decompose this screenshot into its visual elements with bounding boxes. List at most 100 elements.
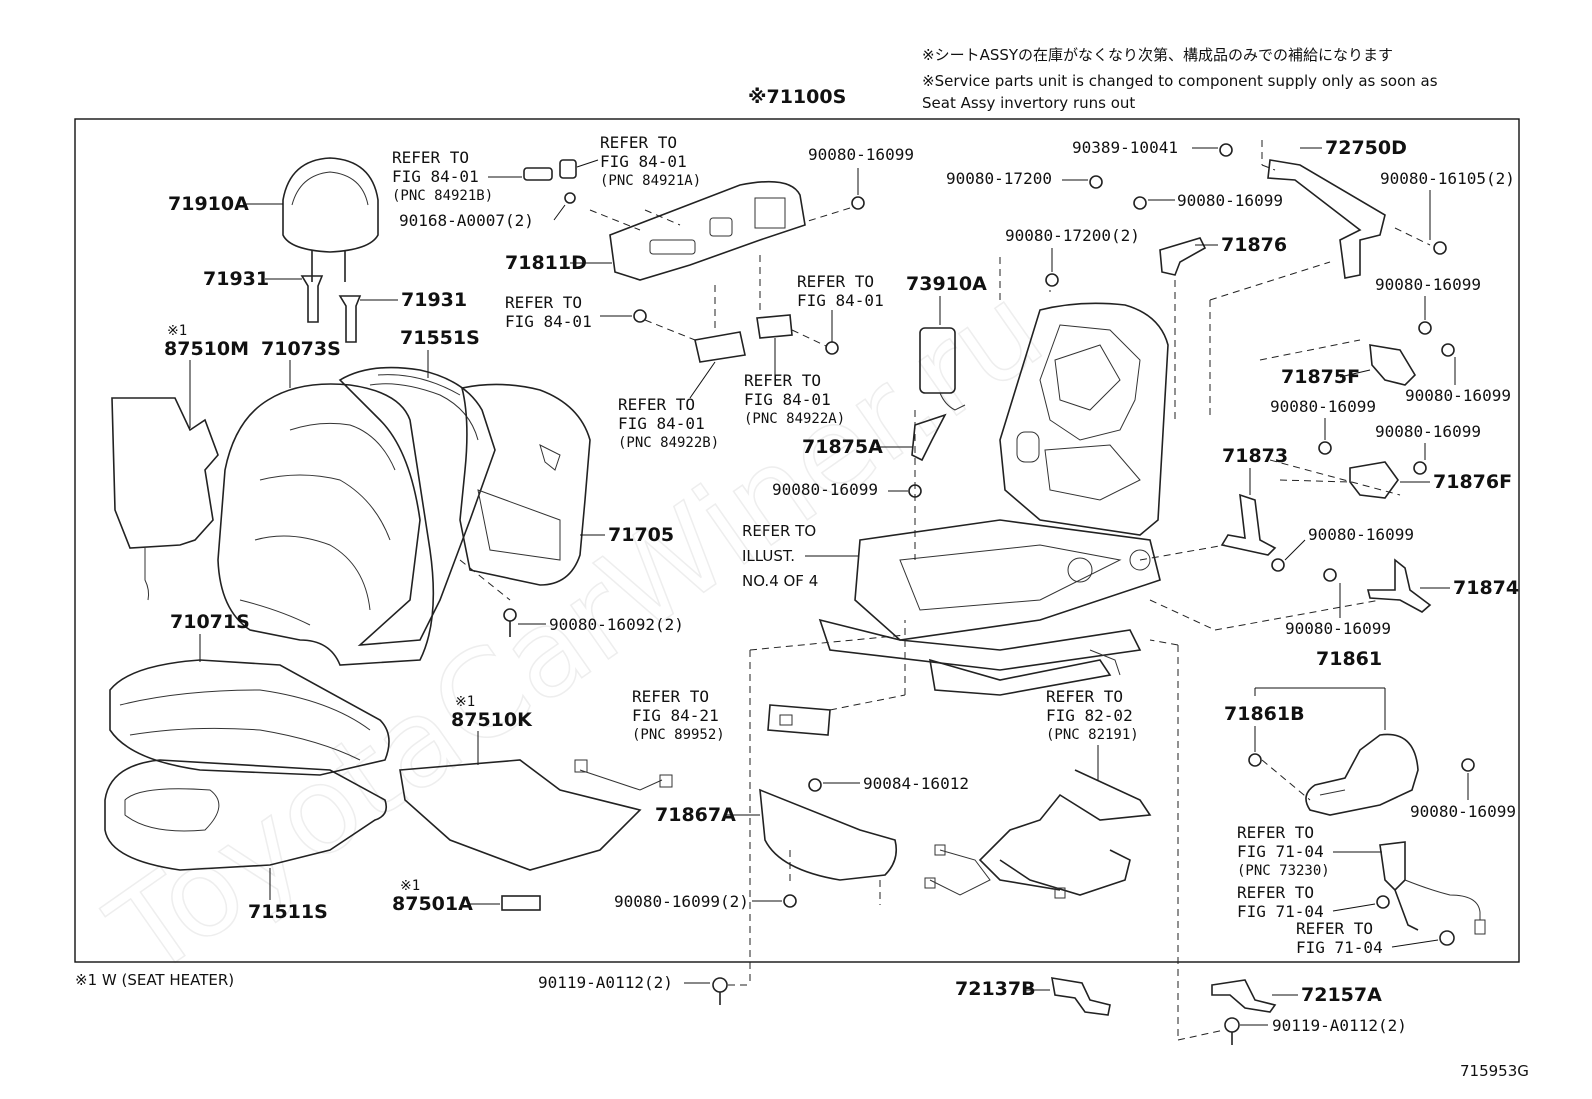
- screw-16099-r2: [1441, 343, 1455, 357]
- svg-text:FIG 84-01: FIG 84-01: [600, 152, 687, 171]
- headrest-guide-1: [300, 275, 324, 323]
- side-shield-drawing: [609, 180, 806, 281]
- screw-16099-r7: [1461, 758, 1475, 772]
- wire-harness-drawing: [924, 769, 1152, 899]
- bolt-90389-10041: 90389-10041: [1072, 138, 1178, 157]
- bolt-90080-16099-r5: 90080-16099: [1308, 525, 1414, 544]
- bolt-90080-16105: 90080-16105(2): [1380, 169, 1515, 188]
- svg-text:FIG 71-04: FIG 71-04: [1237, 842, 1324, 861]
- recliner-cover-drawing: [1305, 733, 1419, 816]
- headrest-drawing: [282, 157, 379, 282]
- guard-71875A-drawing: [911, 413, 947, 462]
- screw-16099-mid: [1133, 196, 1147, 210]
- svg-text:FIG 84-01: FIG 84-01: [618, 414, 705, 433]
- bolt-90080-17200: 90080-17200: [946, 169, 1052, 188]
- svg-text:FIG 84-21: FIG 84-21: [632, 706, 719, 725]
- screw-16099-r1: [1418, 321, 1432, 335]
- svg-text:(PNC 73230): (PNC 73230): [1237, 863, 1330, 879]
- bracket-71876F-drawing: [1349, 461, 1399, 499]
- screw-16105: [1433, 241, 1447, 255]
- screw-90168: [564, 192, 576, 204]
- bracket-71873-drawing: [1220, 493, 1277, 556]
- svg-text:(PNC 89952): (PNC 89952): [632, 727, 725, 743]
- ref-4: REFER TO FIG 84-01: [797, 272, 884, 310]
- screw-16099-top: [851, 196, 865, 210]
- assembly-number: ※71100S: [748, 86, 846, 108]
- bolt-90084-16012: 90084-16012: [863, 774, 969, 793]
- inventory-note-en-1: ※Service parts unit is changed to compon…: [922, 72, 1438, 90]
- svg-text:FIG 71-04: FIG 71-04: [1296, 938, 1383, 957]
- part-71511S: 71511S: [248, 901, 328, 923]
- screw-ref4: [825, 341, 839, 355]
- part-71551S: 71551S: [400, 327, 480, 349]
- switch-knob-a: [559, 159, 577, 179]
- part-71910A: 71910A: [168, 193, 249, 215]
- svg-text:(PNC 84921A): (PNC 84921A): [600, 173, 701, 189]
- bolt-90080-16099-mid: 90080-16099: [1177, 191, 1283, 210]
- svg-text:REFER TO: REFER TO: [505, 293, 582, 312]
- ref-11: REFER TO FIG 71-04: [1237, 883, 1324, 921]
- bolt-90080-16092: 90080-16092(2): [549, 615, 684, 634]
- ref-7: REFER TO ILLUST. NO.4 OF 4: [742, 522, 818, 590]
- seat-frame-drawing: [818, 302, 1169, 696]
- part-87510K: 87510K: [451, 709, 533, 731]
- part-72157A: 72157A: [1301, 984, 1382, 1006]
- part-87501A: 87501A: [392, 893, 473, 915]
- ref-6: REFER TO FIG 84-01 (PNC 84922B): [618, 395, 719, 451]
- part-87510M: 87510M: [164, 338, 249, 360]
- svg-text:REFER TO: REFER TO: [742, 522, 816, 540]
- part-71861: 71861: [1316, 648, 1382, 670]
- part-71931-b: 71931: [401, 289, 467, 311]
- part-71811D: 71811D: [505, 252, 587, 274]
- svg-text:ILLUST.: ILLUST.: [742, 547, 795, 565]
- screw-16012: [808, 778, 822, 792]
- bracket-71876-drawing: [1159, 237, 1207, 276]
- bolt-90119-A0112-left: 90119-A0112(2): [538, 973, 673, 992]
- svg-text:FIG 71-04: FIG 71-04: [1237, 902, 1324, 921]
- ref-1: REFER TO FIG 84-01 (PNC 84921B): [392, 148, 493, 204]
- figure-id: 715953G: [1460, 1062, 1529, 1080]
- ref-8: REFER TO FIG 84-21 (PNC 89952): [632, 687, 725, 743]
- bolt-90119-A0112-right: 90119-A0112(2): [1272, 1016, 1407, 1035]
- screw-16092: [503, 608, 517, 637]
- part-72137B: 72137B: [955, 978, 1036, 1000]
- clip-71861B: [1248, 753, 1262, 767]
- nut-17200-2: [1045, 273, 1059, 287]
- svg-text:REFER TO: REFER TO: [392, 148, 469, 167]
- inventory-note-en-2: Seat Assy invertory runs out: [922, 94, 1135, 112]
- svg-text:REFER TO: REFER TO: [797, 272, 874, 291]
- svg-text:REFER TO: REFER TO: [1237, 823, 1314, 842]
- ref-2: REFER TO FIG 84-01 (PNC 84921A): [600, 133, 701, 189]
- ref-5: REFER TO FIG 84-01 (PNC 84922A): [744, 371, 845, 427]
- svg-text:REFER TO: REFER TO: [1237, 883, 1314, 902]
- svg-text:REFER TO: REFER TO: [744, 371, 821, 390]
- part-71874: 71874: [1453, 577, 1519, 599]
- nut-17200: [1089, 175, 1103, 189]
- bolt-90168-A0007: 90168-A0007(2): [399, 211, 534, 230]
- bolt-90080-16099-r3: 90080-16099: [1270, 397, 1376, 416]
- part-71873: 71873: [1222, 445, 1288, 467]
- seat-cushion-cover-drawing: [109, 659, 390, 776]
- part-71867A: 71867A: [655, 804, 736, 826]
- svg-text:REFER TO: REFER TO: [1296, 919, 1373, 938]
- part-71073S: 71073S: [261, 338, 341, 360]
- bolt-90080-16099-r6: 90080-16099: [1285, 619, 1391, 638]
- bracket-71875F-drawing: [1369, 344, 1417, 386]
- bolt-90080-16099-2: 90080-16099(2): [614, 892, 749, 911]
- side-cover-71867A-drawing: [759, 788, 898, 881]
- bolt-90080-16099-left: 90080-16099: [772, 480, 878, 499]
- inventory-note-jp: ※シートASSYの在庫がなくなり次第、構成品のみでの補給になります: [922, 46, 1393, 64]
- svg-text:FIG 84-01: FIG 84-01: [505, 312, 592, 331]
- svg-text:(PNC 84922B): (PNC 84922B): [618, 435, 719, 451]
- bracket-71874-drawing: [1366, 558, 1432, 613]
- screw-16099-r5: [1271, 558, 1285, 572]
- part-87510M-mark: ※1: [167, 323, 187, 339]
- headrest-guide-2: [338, 295, 362, 343]
- svg-text:REFER TO: REFER TO: [600, 133, 677, 152]
- svg-text:(PNC 84921B): (PNC 84921B): [392, 188, 493, 204]
- nut-10041: [1219, 143, 1233, 157]
- bracket-72137B-drawing: [1051, 977, 1111, 1016]
- bolt-A0112-right-drawing: [1224, 1017, 1240, 1045]
- assembly-frame: [74, 118, 1520, 963]
